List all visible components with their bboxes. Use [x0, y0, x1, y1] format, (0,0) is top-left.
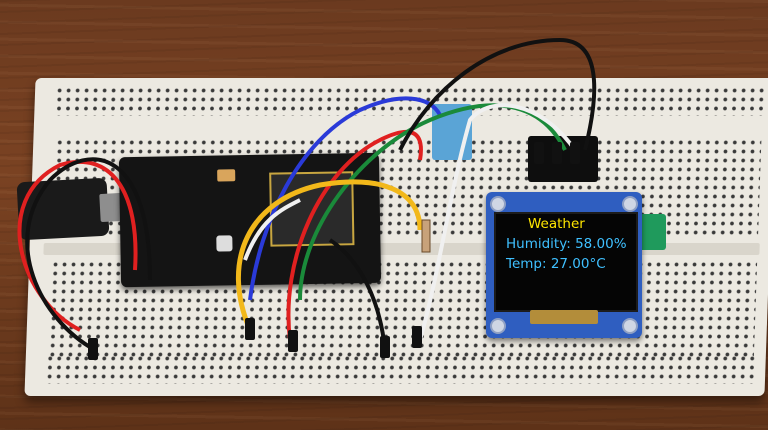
- oled-module: Weather Humidity: 58.00% Temp: 27.00°C: [486, 192, 642, 338]
- wire-pin: [552, 142, 562, 164]
- mount-hole: [490, 318, 506, 334]
- blue-wire: [248, 96, 442, 301]
- oled-ribbon: [530, 310, 598, 324]
- white-wire-left: [243, 198, 301, 261]
- mount-hole: [490, 196, 506, 212]
- black-wire-bottom: [328, 238, 387, 351]
- mount-hole: [622, 318, 638, 334]
- wire-pin: [412, 326, 422, 348]
- oled-temperature: Temp: 27.00°C: [506, 256, 606, 272]
- oled-title: Weather: [528, 216, 585, 232]
- red-wire-mid: [286, 129, 423, 341]
- oled-humidity: Humidity: 58.00%: [506, 236, 627, 252]
- wire-pin: [245, 318, 255, 340]
- resistor: [421, 219, 431, 253]
- wire-pin: [288, 330, 298, 352]
- wire-pin: [88, 338, 98, 360]
- wire-pin: [534, 142, 544, 164]
- green-wire: [298, 103, 567, 301]
- mount-hole: [622, 196, 638, 212]
- oled-screen: Weather Humidity: 58.00% Temp: 27.00°C: [494, 212, 638, 312]
- red-wire: [17, 159, 138, 332]
- wire-pin: [570, 142, 580, 164]
- wire-pin: [380, 336, 390, 358]
- yellow-wire: [235, 179, 423, 331]
- black-wire-left: [25, 157, 152, 352]
- black-wire-arc: [398, 37, 597, 151]
- white-wire: [418, 103, 577, 341]
